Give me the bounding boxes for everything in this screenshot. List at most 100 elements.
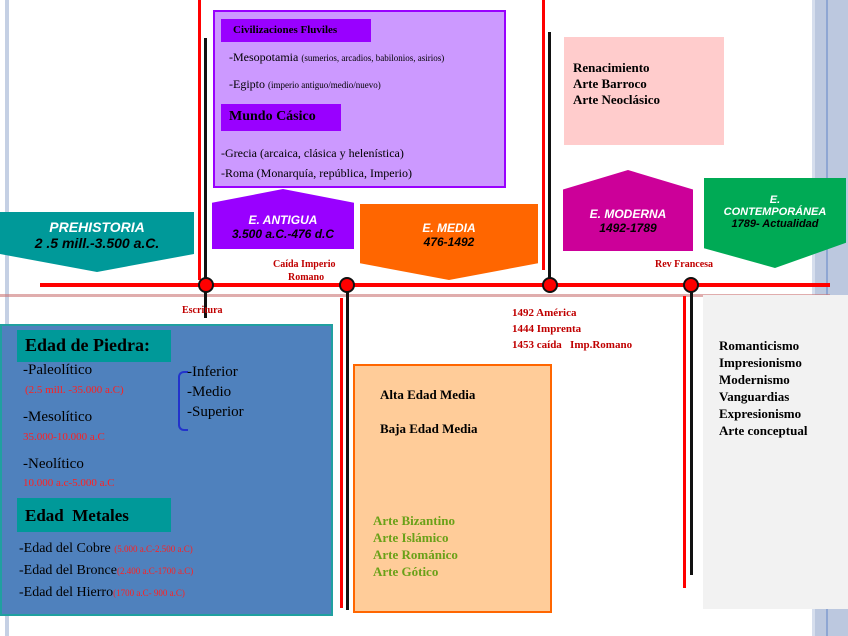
neolitico: -Neolítico xyxy=(23,456,84,472)
period-name: E. MODERNA xyxy=(589,207,667,221)
metal-name: -Edad del Cobre xyxy=(19,541,115,556)
period-name: CONTEMPORÁNEA xyxy=(723,206,827,218)
metal-item: -Edad del Cobre (5.000 a.C-2.500 a.C) xyxy=(19,538,193,560)
metal-item: -Edad del Bronce(2.400 a.C-1700 a.C) xyxy=(19,560,193,582)
media-periods: Alta Edad Media Baja Edad Media xyxy=(380,378,478,446)
egipto-line: -Egipto (imperio antiguo/medio/nuevo) xyxy=(229,77,381,92)
subdivisions: -Inferior -Medio -Superior xyxy=(187,362,244,422)
left-border-decoration xyxy=(5,0,9,636)
egipto: -Egipto xyxy=(229,77,265,91)
paleolitico-dates: (2.5 mill. -35.000 a.C) xyxy=(25,384,124,396)
section-title-text: Mundo Cásico xyxy=(229,109,316,124)
metal-item: -Edad del Hierro(1700 a.C- 900 a.C) xyxy=(19,582,193,604)
event-item: 1444 Imprenta xyxy=(512,323,582,335)
media-period-item: Baja Edad Media xyxy=(380,421,478,436)
timeline-divider xyxy=(683,296,686,588)
metales-list: -Edad del Cobre (5.000 a.C-2.500 a.C) -E… xyxy=(19,538,193,604)
event-escritura: Escritura xyxy=(182,305,223,316)
moderna-content-box: Renacimiento Arte Barroco Arte Neoclásic… xyxy=(564,37,724,145)
timeline-divider xyxy=(204,38,207,318)
timeline-node-caida-roma[interactable] xyxy=(339,277,355,293)
period-dates: 476-1492 xyxy=(423,235,475,249)
period-dates: 1492-1789 xyxy=(599,221,657,235)
art-item: Impresionismo xyxy=(719,355,802,370)
timeline-node-1492[interactable] xyxy=(542,277,558,293)
section-title-text: Edad Metales xyxy=(25,506,129,525)
metal-name: -Edad del Hierro xyxy=(19,585,114,600)
art-item: Renacimiento xyxy=(573,60,650,75)
mesopotamia-note: (sumerios, arcadios, babilonios, asirios… xyxy=(301,53,445,63)
period-name: E. ANTIGUA xyxy=(248,213,318,227)
subdivision-item: -Inferior xyxy=(187,364,238,380)
period-prehistoria[interactable]: PREHISTORIA 2 .5 mill.-3.500 a.C. xyxy=(0,212,194,272)
egipto-note: (imperio antiguo/medio/nuevo) xyxy=(268,80,381,90)
event-item: 1492 América xyxy=(512,307,577,319)
event-romano: Romano xyxy=(288,272,325,283)
art-item: Arte conceptual xyxy=(719,423,808,438)
media-content-box: Alta Edad Media Baja Edad Media Arte Biz… xyxy=(353,364,552,613)
contemporanea-art-list: Romanticismo Impresionismo Modernismo Va… xyxy=(719,337,807,439)
art-item: Arte Neoclásico xyxy=(573,92,660,107)
subdivision-bracket xyxy=(178,371,188,431)
timeline-axis-shadow xyxy=(0,294,830,297)
section-title-text: Civilizaciones Fluviles xyxy=(233,24,338,36)
timeline-divider xyxy=(198,0,201,280)
timeline-node-rev-francesa[interactable] xyxy=(683,277,699,293)
timeline-divider xyxy=(690,285,693,575)
art-item: Arte Islámico xyxy=(373,530,449,545)
paleolitico: -Paleolítico xyxy=(23,362,93,378)
metal-dates: (5.000 a.C-2.500 a.C) xyxy=(114,544,193,554)
art-item: Modernismo xyxy=(719,372,790,387)
timeline-divider xyxy=(542,0,545,270)
art-item: Expresionismo xyxy=(719,406,802,421)
media-period-item: Alta Edad Media xyxy=(380,387,476,402)
mesopotamia-line: -Mesopotamia (sumerios, arcadios, babilo… xyxy=(229,50,444,65)
timeline-divider xyxy=(346,285,349,610)
event-item: 1453 caída Imp.Romano xyxy=(512,339,633,351)
antigua-content-box: Civilizaciones Fluviles -Mesopotamia (su… xyxy=(213,10,506,188)
art-item: Vanguardias xyxy=(719,389,790,404)
event-rev-francesa: Rev Francesa xyxy=(655,259,714,270)
art-item: Arte Barroco xyxy=(573,76,647,91)
mesopotamia: -Mesopotamia xyxy=(229,50,299,64)
media-events-list: 1492 América 1444 Imprenta 1453 caída Im… xyxy=(512,305,632,353)
subdivision-item: -Medio xyxy=(187,384,232,400)
section-title-text: Edad de Piedra: xyxy=(25,335,151,355)
timeline-axis xyxy=(40,283,830,287)
neolitico-dates: 10.000 a.c-5.000 a.C xyxy=(23,477,115,489)
subdivision-item: -Superior xyxy=(187,404,244,420)
period-moderna[interactable]: E. MODERNA 1492-1789 xyxy=(563,170,693,251)
timeline-node-escritura[interactable] xyxy=(198,277,214,293)
art-item: Arte Gótico xyxy=(373,564,439,579)
moderna-art-list: Renacimiento Arte Barroco Arte Neoclásic… xyxy=(573,60,660,108)
grecia-line: -Grecia (arcaica, clásica y helenística) xyxy=(221,146,404,160)
timeline-divider xyxy=(340,298,343,608)
section-title-civilizaciones xyxy=(221,19,371,42)
contemporanea-content-box: Romanticismo Impresionismo Modernismo Va… xyxy=(703,295,848,609)
section-title-metales xyxy=(17,498,171,532)
prehistoria-content-box: Edad de Piedra: -Paleolítico (2.5 mill. … xyxy=(0,324,333,616)
period-name: E. xyxy=(769,194,781,206)
period-dates: 1789- Actualidad xyxy=(731,218,819,230)
media-art-list: Arte Bizantino Arte Islámico Arte Románi… xyxy=(373,512,458,580)
timeline-divider xyxy=(548,32,551,282)
section-title-piedra xyxy=(17,330,171,362)
period-name: E. MEDIA xyxy=(422,221,476,235)
art-item: Arte Bizantino xyxy=(373,513,455,528)
period-dates: 2 .5 mill.-3.500 a.C. xyxy=(34,235,160,251)
metal-dates: (1700 a.C- 900 a.C) xyxy=(113,588,185,598)
section-title-clasico xyxy=(221,104,341,131)
mesolitico: -Mesolítico xyxy=(23,409,93,425)
art-item: Arte Románico xyxy=(373,547,458,562)
period-dates: 3.500 a.C.-476 d.C xyxy=(231,227,335,241)
period-media[interactable]: E. MEDIA 476-1492 xyxy=(360,204,538,280)
art-item: Romanticismo xyxy=(719,338,800,353)
period-antigua[interactable]: E. ANTIGUA 3.500 a.C.-476 d.C xyxy=(212,189,354,249)
event-caida-imperio: Caída Imperio xyxy=(273,259,336,270)
roma-line: -Roma (Monarquía, república, Imperio) xyxy=(221,166,412,180)
period-name: PREHISTORIA xyxy=(49,219,145,235)
metal-name: -Edad del Bronce xyxy=(19,563,117,578)
metal-dates: (2.400 a.C-1700 a.C) xyxy=(116,566,194,576)
period-contemporanea[interactable]: E. CONTEMPORÁNEA 1789- Actualidad xyxy=(704,178,846,268)
mesolitico-dates: 35.000-10.000 a.C xyxy=(23,431,105,443)
